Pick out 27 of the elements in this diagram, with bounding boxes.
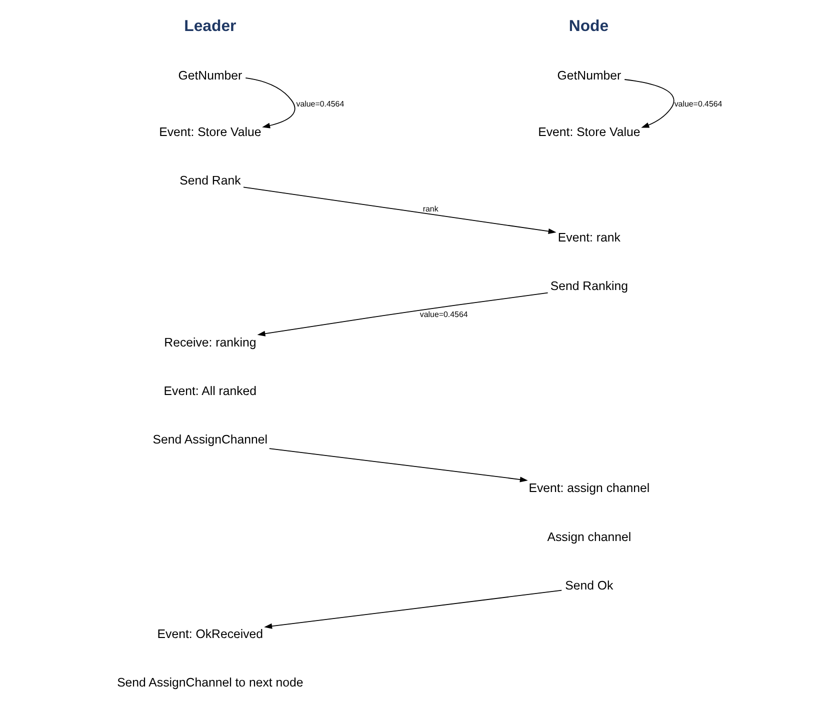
node-text: Event: assign channel: [528, 481, 650, 496]
node-text: Assign channel: [547, 530, 632, 544]
node-text: Event: Store Value: [159, 125, 262, 140]
edge-label: rank: [422, 204, 438, 214]
arrow: [624, 79, 674, 128]
label: Node: [568, 18, 609, 35]
node-text: Event: All ranked: [164, 384, 257, 398]
label: Leader: [184, 18, 236, 35]
arrow: [243, 186, 556, 234]
node-text: Send Rank: [180, 174, 241, 188]
node-text: Send AssignChannel: [152, 432, 268, 447]
arrow: [264, 590, 562, 629]
edge-label: value=0.4564: [296, 100, 344, 109]
node-text: Send AssignChannel to next node: [117, 676, 304, 690]
arrow: [257, 292, 548, 336]
node-text: Send Ok: [565, 578, 614, 592]
node-text: Event: OkReceived: [157, 626, 264, 641]
node-text: Send Ranking: [550, 278, 628, 293]
node-text: Receive: ranking: [164, 335, 256, 350]
arrow: [268, 448, 528, 482]
node-text: Event: rank: [558, 230, 620, 244]
node-text: GetNumber: [557, 68, 622, 83]
edge-label: value=0.4564: [420, 310, 468, 319]
node-text: GetNumber: [178, 68, 242, 83]
arrow: [245, 77, 296, 128]
edge-label: value=0.4564: [674, 100, 722, 109]
node-text: Event: Store Value: [538, 125, 640, 140]
